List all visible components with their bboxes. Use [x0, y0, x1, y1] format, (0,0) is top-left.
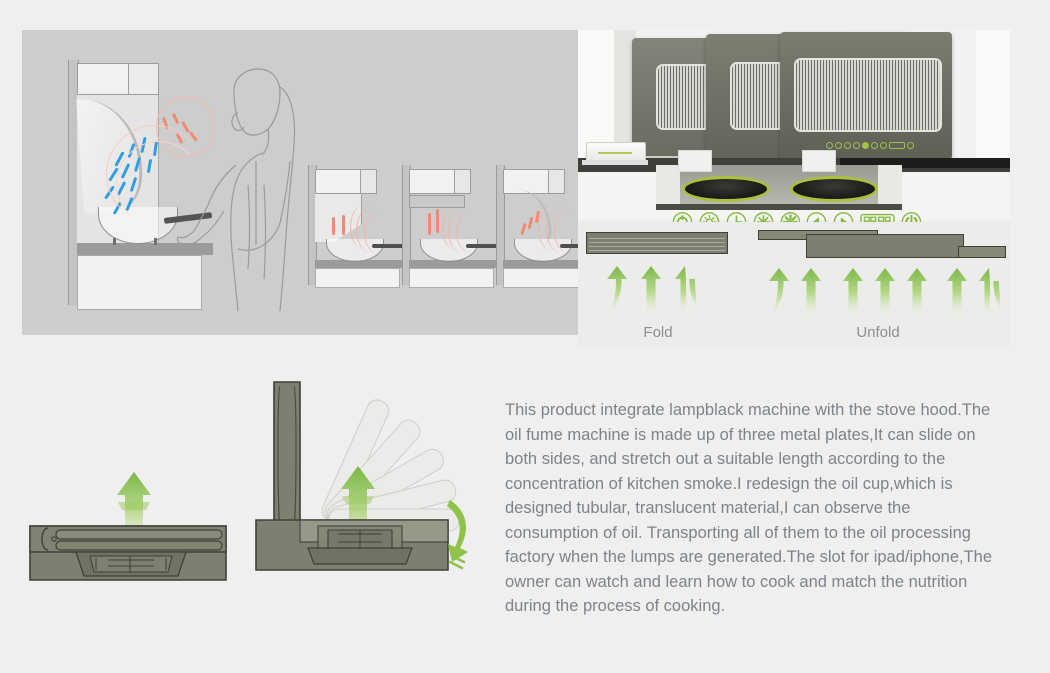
rotate-section-drawing	[255, 381, 468, 571]
recess-wall-left	[656, 165, 680, 207]
counter-edge-dark	[840, 158, 1010, 168]
smoke-arrow	[428, 213, 431, 235]
oil-cup-shadow	[582, 160, 648, 165]
airflow-arrow	[843, 268, 863, 314]
upper-cabinet-side	[128, 63, 159, 95]
unfold-label: Unfold	[856, 324, 900, 341]
plate-texture	[589, 235, 725, 251]
control-dot[interactable]	[862, 142, 869, 149]
airflow-arrow	[907, 268, 927, 314]
smoke-arrow	[342, 215, 345, 235]
recess-base	[656, 204, 902, 210]
main-cooking-scene	[46, 55, 306, 312]
hood-control-strip[interactable]	[826, 142, 914, 149]
unfolded-plate-right	[958, 246, 1006, 258]
wall	[402, 165, 411, 285]
unfolded-plate-center	[806, 234, 964, 258]
fold-label: Fold	[643, 324, 673, 341]
comparison-scene-1	[308, 165, 408, 288]
airflow-arrow	[769, 268, 789, 314]
panel-block-right	[802, 150, 836, 172]
fold-section-drawing	[29, 472, 227, 581]
smoke-arrow	[332, 217, 335, 235]
burner-right	[790, 176, 878, 202]
recess-wall-right	[878, 165, 902, 207]
airflow-arrow	[607, 266, 627, 312]
comparison-scene-2	[402, 165, 502, 288]
control-dot[interactable]	[853, 142, 860, 149]
control-display	[889, 142, 905, 149]
burner-left	[682, 176, 770, 202]
base-cabinet	[77, 255, 202, 310]
upper-cabinet-side	[360, 169, 377, 194]
upper-cabinet-side	[548, 169, 565, 194]
base-cabinet	[315, 268, 400, 288]
unfolded-rotation-section	[252, 370, 500, 602]
smoke-arrow	[436, 209, 439, 233]
airflow-arrow	[979, 268, 1000, 314]
folded-cross-section	[18, 440, 250, 600]
control-dot[interactable]	[835, 142, 842, 149]
airflow-arrow	[675, 266, 696, 312]
burner-right	[154, 238, 157, 245]
control-dot[interactable]	[844, 142, 851, 149]
countertop	[503, 260, 595, 268]
airflow-arrow	[801, 268, 821, 314]
hood-plate-right	[780, 32, 952, 160]
smoke-wisp	[116, 141, 202, 227]
airflow-arrow	[641, 266, 661, 312]
countertop	[409, 260, 501, 268]
airflow-arrow	[947, 268, 967, 314]
wall	[496, 165, 505, 285]
folded-plates	[586, 232, 728, 254]
flat-box-hood	[409, 195, 465, 208]
oil-cup-level	[598, 152, 632, 154]
fold-unfold-panel: Fold	[578, 222, 1010, 347]
comparison-scene-3	[496, 165, 596, 288]
burner-left	[113, 238, 116, 245]
panel-block-left	[678, 150, 712, 172]
control-dot[interactable]	[907, 142, 914, 149]
base-cabinet	[503, 268, 588, 288]
countertop	[77, 243, 213, 255]
mesh-grille	[794, 58, 942, 132]
product-description: This product integrate lampblack machine…	[505, 401, 993, 615]
control-dot[interactable]	[826, 142, 833, 149]
control-dot[interactable]	[880, 142, 887, 149]
control-dot[interactable]	[871, 142, 878, 149]
person-illustration	[176, 68, 296, 312]
smoke-wisp	[106, 125, 204, 223]
product-render	[578, 30, 1010, 220]
countertop	[315, 260, 407, 268]
upper-cabinet-side	[454, 169, 471, 194]
airflow-arrow	[875, 268, 895, 314]
concept-sketch-panel	[22, 30, 595, 335]
base-cabinet	[409, 268, 494, 288]
